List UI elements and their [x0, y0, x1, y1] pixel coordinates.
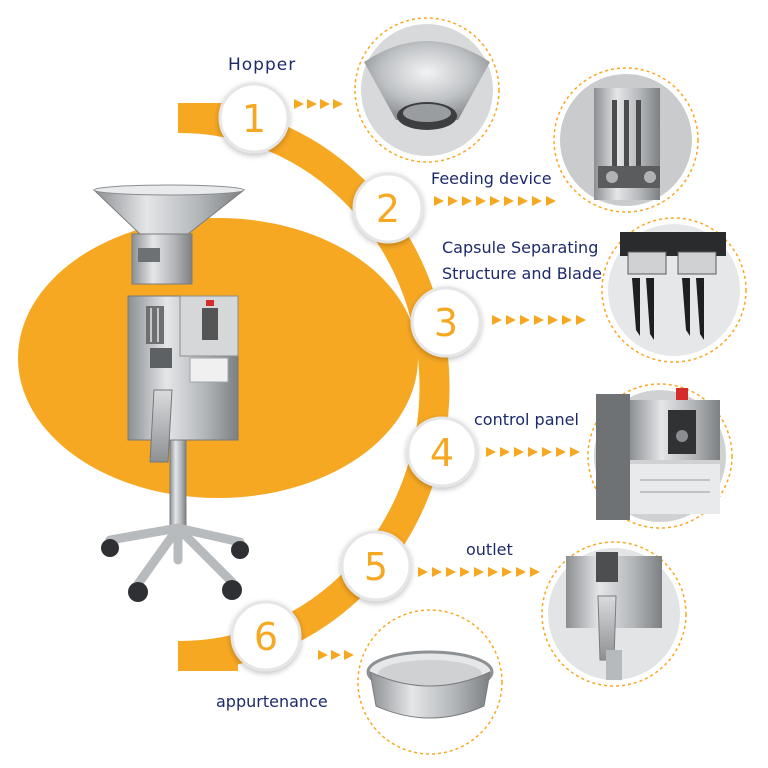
step-1-number: 1 [242, 97, 266, 141]
step-3-label-line2: Structure and Blade [442, 264, 602, 283]
step-5-label: outlet [466, 540, 513, 559]
step-5-number: 5 [364, 545, 388, 589]
step-2-label: Feeding device [431, 169, 552, 188]
arrow-5 [418, 567, 540, 577]
photo-hopper [354, 17, 500, 163]
photo-appurtenance [357, 609, 503, 755]
step-2-badge: 2 [352, 172, 424, 244]
step-2-number: 2 [376, 187, 400, 231]
photo-separating-blade [601, 217, 747, 363]
capsule-separator-machine [92, 184, 249, 602]
arrows [294, 99, 586, 660]
arc-bottom-stub [178, 641, 238, 671]
arrow-1 [294, 99, 343, 109]
step-3-label-line1: Capsule Separating [442, 238, 599, 257]
arrow-4 [486, 447, 580, 457]
arrow-2 [434, 196, 556, 206]
arrow-3 [492, 315, 586, 325]
photo-control-panel [587, 383, 733, 529]
step-3-badge: 3 [410, 286, 482, 358]
outlet-chute [149, 389, 173, 463]
step-1-badge: 1 [218, 82, 290, 154]
step-6-badge: 6 [230, 600, 302, 672]
photo-outlet [541, 541, 687, 687]
step-6-number: 6 [254, 615, 278, 659]
step-6-label: appurtenance [216, 692, 328, 711]
step-3-number: 3 [434, 301, 458, 345]
photo-feeding-device [553, 67, 699, 213]
step-1-label: Hopper [228, 55, 297, 75]
step-4-number: 4 [430, 431, 454, 475]
arrow-6 [318, 650, 354, 660]
step-4-badge: 4 [406, 416, 478, 488]
step-5-badge: 5 [340, 530, 412, 602]
step-4-label: control panel [474, 410, 579, 429]
orange-arc-band [179, 103, 450, 671]
